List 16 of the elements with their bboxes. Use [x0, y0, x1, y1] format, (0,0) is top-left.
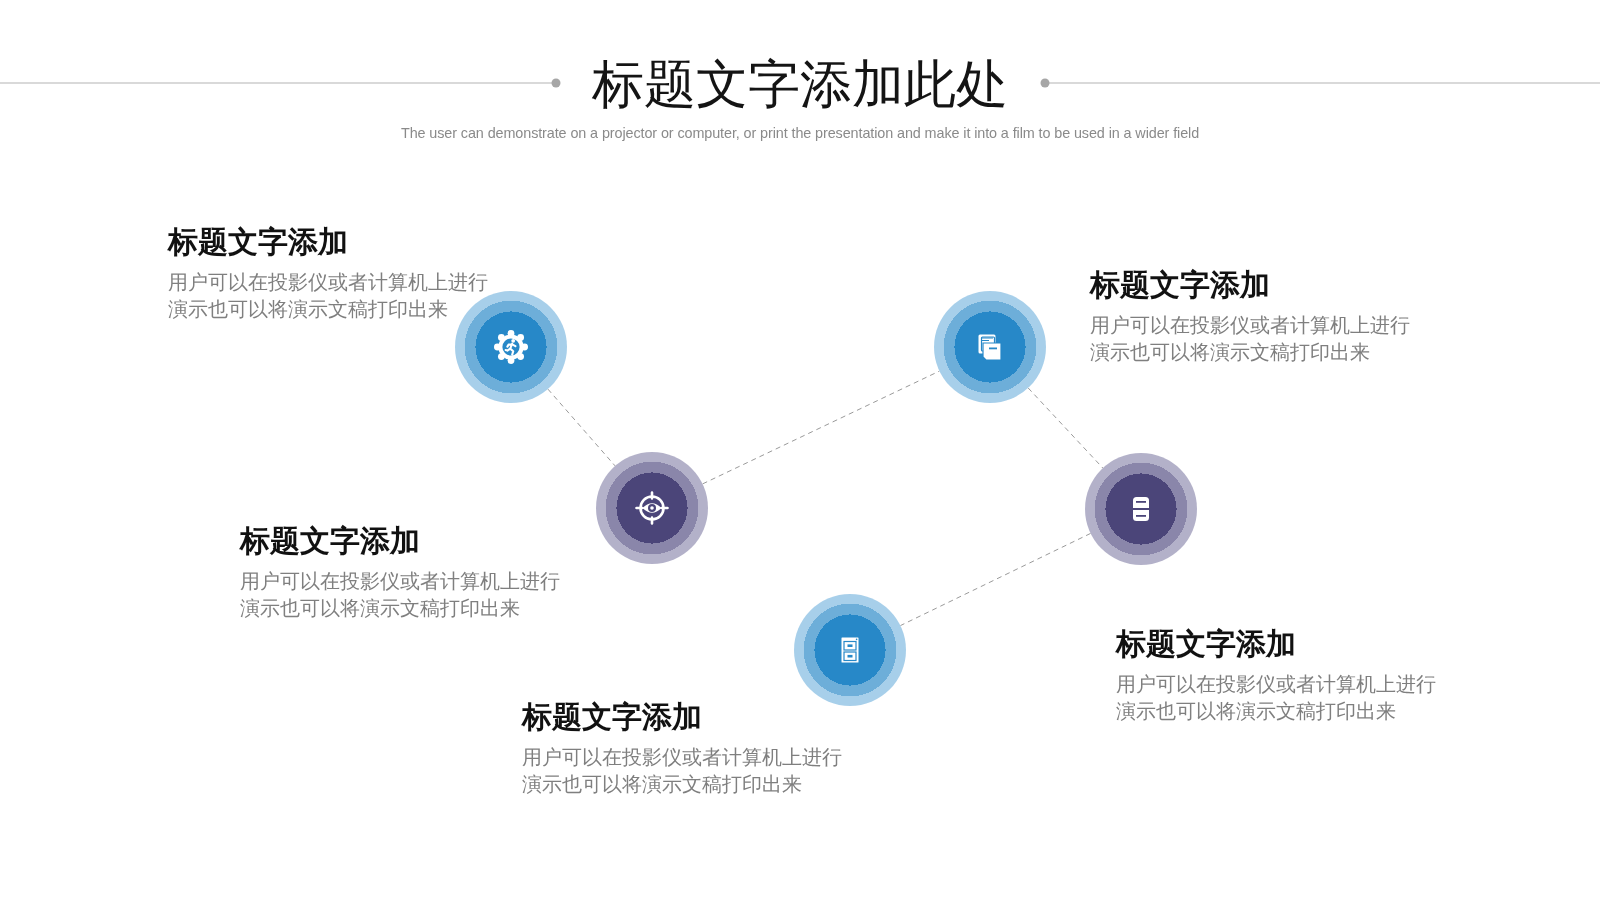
dashed-connector	[702, 370, 940, 485]
item-description: 用户可以在投影仪或者计算机上进行演示也可以将演示文稿打印出来	[522, 745, 843, 797]
dashed-connector	[1027, 387, 1104, 469]
item-heading: 标题文字添加	[1090, 267, 1270, 303]
item-heading: 标题文字添加	[240, 523, 420, 559]
dashed-connector	[899, 532, 1092, 627]
dashed-connector	[547, 388, 616, 467]
item-description: 用户可以在投影仪或者计算机上进行演示也可以将演示文稿打印出来	[240, 569, 561, 621]
item-heading: 标题文字添加	[168, 224, 348, 260]
title: 标题文字添加此处	[592, 54, 1008, 115]
item-description: 用户可以在投影仪或者计算机上进行演示也可以将演示文稿打印出来	[1116, 672, 1437, 724]
item-description: 用户可以在投影仪或者计算机上进行演示也可以将演示文稿打印出来	[168, 270, 489, 322]
item-description: 用户可以在投影仪或者计算机上进行演示也可以将演示文稿打印出来	[1090, 313, 1411, 365]
subtitle: The user can demonstrate on a projector or computer, or print the presentation and make it into a film to be used in a wider field	[400, 124, 1200, 143]
item-heading: 标题文字添加	[1116, 626, 1296, 662]
item-heading: 标题文字添加	[522, 699, 702, 735]
